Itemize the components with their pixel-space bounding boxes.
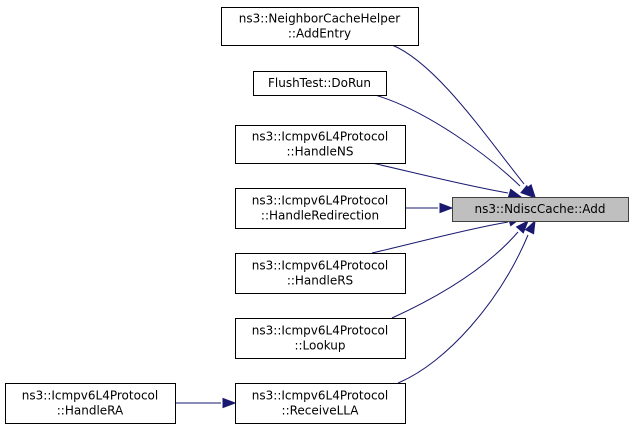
node-icmpv6-lookup[interactable]: ns3::Icmpv6L4Protocol::Lookup bbox=[235, 318, 406, 359]
node-box bbox=[235, 253, 406, 294]
node-label-line: ns3::Icmpv6L4Protocol bbox=[22, 389, 158, 403]
node-label-line: ns3::Icmpv6L4Protocol bbox=[252, 130, 388, 144]
edge-line bbox=[397, 234, 529, 384]
node-label-line: ::AddEntry bbox=[288, 27, 351, 41]
node-label-line: ns3::Icmpv6L4Protocol bbox=[252, 324, 388, 338]
node-label-line: ::HandleRedirection bbox=[261, 209, 379, 223]
arrowhead-icon bbox=[439, 202, 454, 214]
arrowhead-icon bbox=[507, 188, 523, 199]
edge-neighbor-addentry-to-add bbox=[391, 44, 536, 199]
node-label-line: ns3::NdiscCache::Add bbox=[475, 202, 606, 216]
node-add[interactable]: ns3::NdiscCache::Add bbox=[452, 197, 629, 222]
node-label-line: ::ReceiveLLA bbox=[282, 404, 360, 418]
node-box bbox=[235, 125, 406, 164]
edge-flushtest-dorun-to-add bbox=[374, 94, 535, 198]
node-label-line: ::HandleNS bbox=[287, 145, 354, 159]
node-icmpv6-handlers[interactable]: ns3::Icmpv6L4Protocol::HandleRS bbox=[235, 253, 406, 294]
edge-icmpv6-handlera-to-icmpv6-receivella bbox=[175, 397, 237, 409]
node-label-line: ns3::Icmpv6L4Protocol bbox=[252, 259, 388, 273]
edge-line bbox=[391, 231, 519, 319]
node-label-line: FlushTest::DoRun bbox=[268, 76, 371, 90]
node-label-line: ns3::Icmpv6L4Protocol bbox=[252, 194, 388, 208]
edge-icmpv6-handleredirection-to-add bbox=[405, 202, 454, 214]
arrowhead-icon bbox=[520, 184, 535, 198]
node-flushtest-dorun[interactable]: FlushTest::DoRun bbox=[253, 71, 387, 96]
node-label-line: ::HandleRS bbox=[287, 274, 353, 288]
edge-line bbox=[391, 44, 525, 185]
node-label-line: ns3::Icmpv6L4Protocol bbox=[252, 389, 388, 403]
node-box bbox=[253, 71, 387, 96]
arrowhead-icon bbox=[222, 397, 237, 409]
nodes-layer: ns3::NeighborCacheHelper::AddEntryFlushT… bbox=[5, 7, 629, 424]
edge-icmpv6-receivella-to-add bbox=[397, 219, 536, 384]
node-box bbox=[235, 318, 406, 359]
edge-line bbox=[374, 94, 521, 187]
node-icmpv6-receivella[interactable]: ns3::Icmpv6L4Protocol::ReceiveLLA bbox=[235, 383, 406, 424]
node-label-line: ns3::NeighborCacheHelper bbox=[239, 12, 400, 26]
node-box bbox=[5, 383, 176, 424]
node-neighbor-addentry[interactable]: ns3::NeighborCacheHelper::AddEntry bbox=[221, 7, 419, 46]
node-box bbox=[221, 7, 419, 46]
edge-icmpv6-lookup-to-add bbox=[391, 219, 529, 319]
arrowhead-icon bbox=[515, 219, 529, 234]
arrowhead-icon bbox=[524, 219, 536, 235]
node-icmpv6-handlera[interactable]: ns3::Icmpv6L4Protocol::HandleRA bbox=[5, 383, 176, 424]
edge-line bbox=[371, 162, 509, 194]
node-icmpv6-handleredirection[interactable]: ns3::Icmpv6L4Protocol::HandleRedirection bbox=[235, 188, 406, 229]
edge-line bbox=[371, 221, 509, 254]
node-icmpv6-handlens[interactable]: ns3::Icmpv6L4Protocol::HandleNS bbox=[235, 125, 406, 164]
node-label-line: ::HandleRA bbox=[57, 404, 124, 418]
node-box bbox=[235, 383, 406, 424]
node-box bbox=[235, 188, 406, 229]
node-box bbox=[452, 197, 629, 222]
node-label-line: ::Lookup bbox=[294, 339, 345, 353]
